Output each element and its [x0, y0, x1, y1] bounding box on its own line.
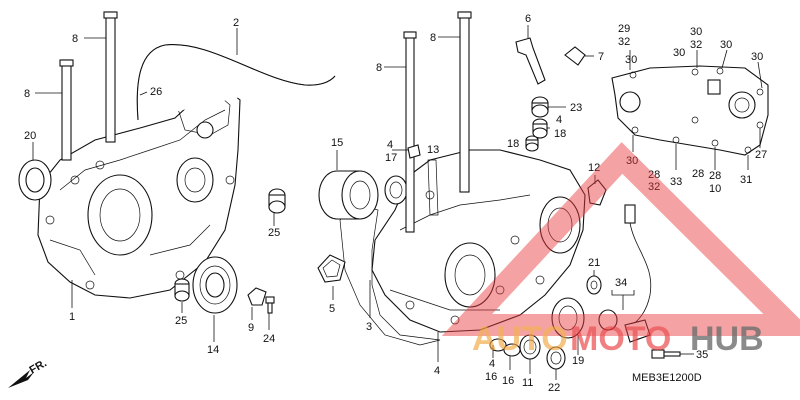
- sensor-wire: [624, 204, 652, 331]
- callout-30d: 30: [720, 39, 732, 51]
- stud-bolts-left: [59, 11, 118, 161]
- callout-numbers: 2 8 8 26 20 25 25 1 14 9 24 15 4 17 13 8…: [24, 13, 767, 394]
- callout-25b: 25: [175, 315, 187, 327]
- front-label: FR.: [28, 357, 49, 376]
- callout-24: 24: [263, 333, 275, 345]
- dowel-18b: [525, 135, 539, 152]
- callout-26: 26: [150, 86, 162, 98]
- callout-18b: 18: [507, 138, 519, 150]
- watermark-triangle-icon: [441, 142, 800, 336]
- bearing-14: [192, 256, 238, 314]
- set-plate-9: [247, 287, 267, 306]
- callout-4a: 4: [387, 139, 393, 151]
- callout-28c: 28: [692, 168, 704, 180]
- callout-32b: 32: [690, 39, 702, 51]
- dowel-18a: [532, 118, 548, 139]
- callout-28b: 33: [670, 176, 682, 188]
- callout-12: 12: [588, 162, 600, 174]
- gasket-3: [339, 204, 441, 346]
- guide-5: [317, 254, 346, 283]
- bolt-24: [265, 296, 275, 314]
- callout-3: 3: [366, 321, 372, 333]
- callout-34: 34: [615, 277, 627, 289]
- callout-14: 14: [207, 344, 219, 356]
- callout-18a: 18: [554, 128, 566, 140]
- callout-22: 22: [548, 382, 560, 394]
- callout-25a: 25: [268, 227, 280, 239]
- left-crankcase: [37, 87, 241, 299]
- callout-31: 10: [709, 183, 721, 195]
- stud-bolts-center: [403, 11, 472, 233]
- callout-7: 7: [598, 51, 604, 63]
- bracket-12: [587, 179, 607, 206]
- callout-16b: 16: [502, 375, 514, 387]
- callout-1: 1: [69, 311, 75, 323]
- callout-5: 5: [329, 303, 335, 315]
- callout-8d: 8: [430, 32, 436, 44]
- callout-30c: 30: [673, 47, 685, 59]
- callout-4c: 4: [434, 365, 440, 377]
- callout-23: 23: [570, 102, 582, 114]
- callout-30g: 27: [755, 149, 767, 161]
- leader-lines: [32, 25, 763, 380]
- callout-29: 29: [618, 23, 630, 35]
- dowel-pin-25: [268, 188, 286, 214]
- callout-16a: 16: [485, 371, 497, 383]
- collar-23: [531, 96, 549, 118]
- callout-13: 13: [427, 144, 439, 156]
- callout-8a: 8: [72, 33, 78, 45]
- sensor-34: [598, 309, 651, 343]
- callout-8b: 8: [24, 88, 30, 100]
- callout-21: 21: [588, 257, 600, 269]
- watermark-auto: AUTO: [472, 320, 568, 358]
- oil-seal-17: [384, 175, 408, 205]
- callout-8c: 8: [376, 62, 382, 74]
- bearing-15: [318, 170, 379, 220]
- clip-13: [407, 144, 421, 159]
- diagram-code: MEB3E1200D: [632, 372, 702, 384]
- callout-19: 19: [572, 355, 584, 367]
- callout-30b: 30: [690, 26, 702, 38]
- watermark-moto: MOTO: [570, 320, 671, 358]
- callout-30a: 30: [625, 54, 637, 66]
- callout-30e: 30: [751, 51, 763, 63]
- callout-15: 15: [331, 137, 343, 149]
- right-crankcase: [371, 149, 586, 333]
- callout-32c: 28: [648, 169, 660, 181]
- oil-seal-20: [18, 159, 52, 201]
- callout-28a: 30: [626, 155, 638, 167]
- callout-35: 35: [696, 349, 708, 361]
- callout-11: 11: [522, 377, 533, 389]
- callout-33: 32: [648, 181, 660, 193]
- shaft-6: [515, 37, 546, 85]
- callout-17: 17: [385, 152, 397, 164]
- callout-4d: 4: [489, 358, 495, 370]
- callout-4b: 4: [556, 114, 562, 126]
- callout-20: 20: [24, 130, 36, 142]
- crankcase-cover: [611, 65, 769, 156]
- callout-27: 31: [740, 174, 752, 186]
- callout-10: 28: [709, 170, 721, 182]
- seal-21: [586, 275, 602, 295]
- seal-19: [551, 297, 585, 339]
- callout-2: 2: [233, 17, 239, 29]
- callout-32a: 32: [618, 36, 630, 48]
- clip-7: [564, 46, 586, 66]
- watermark-logo: AUTO MOTO HUB: [441, 142, 800, 358]
- dowel-pin-25b: [174, 278, 190, 302]
- seal-11: [519, 334, 541, 360]
- dowels-16: [489, 338, 521, 357]
- callout-9: 9: [248, 322, 254, 334]
- callout-6: 6: [525, 13, 531, 25]
- watermark-hub: HUB: [690, 320, 764, 358]
- front-direction-arrow: FR.: [8, 357, 49, 388]
